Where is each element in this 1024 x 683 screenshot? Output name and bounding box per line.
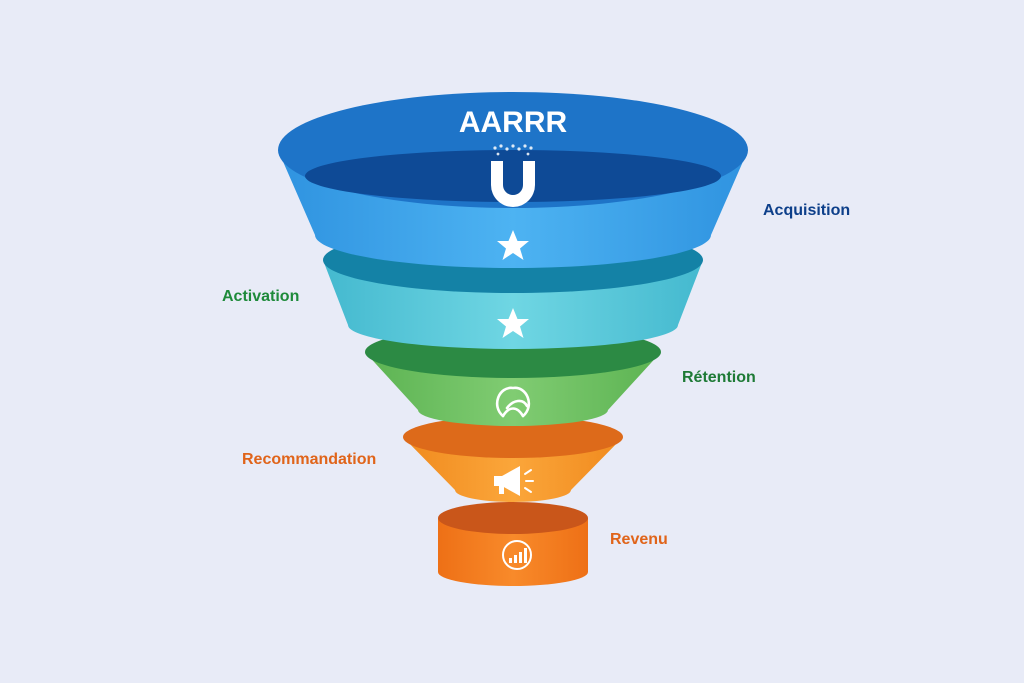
- label-recommandation: Recommandation: [242, 451, 377, 468]
- magnet-icon: [491, 144, 535, 207]
- star-icon: [497, 230, 529, 260]
- label-acquisition: Acquisition: [763, 202, 851, 219]
- funnel-segment-acquisition: [278, 92, 748, 268]
- label-retention: Rétention: [682, 369, 756, 386]
- star-icon: [497, 308, 529, 338]
- megaphone-icon: [494, 466, 534, 496]
- loop-icon: [495, 386, 531, 418]
- funnel-segment-revenu: [438, 502, 588, 586]
- bar-chart-icon: [502, 540, 532, 570]
- funnel-segment-recommandation: [403, 416, 623, 502]
- funnel-title: AARRR: [459, 106, 568, 139]
- label-revenu: Revenu: [610, 531, 668, 548]
- label-activation: Activation: [222, 288, 300, 305]
